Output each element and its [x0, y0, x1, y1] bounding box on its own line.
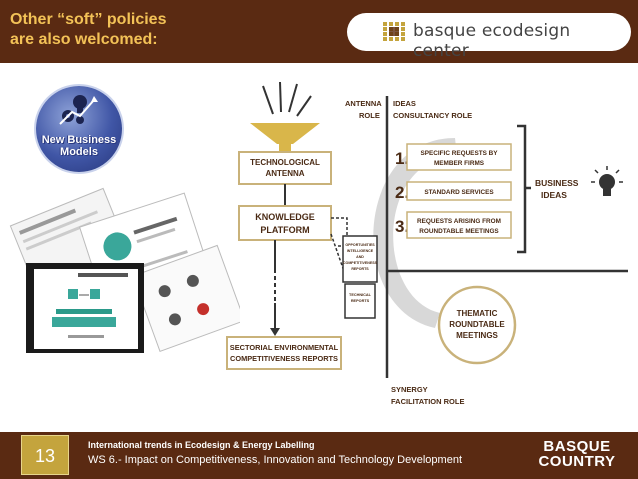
slide-title: Other “soft” policies are also welcomed: [10, 11, 167, 48]
knowledge-flow-diagram: TECHNOLOGICAL ANTENNA KNOWLEDGE PLATFORM… [226, 81, 628, 406]
footer-workshop-title: WS 6.- Impact on Competitiveness, Innova… [88, 454, 462, 466]
knowledge-platform-label-1: KNOWLEDGE [255, 212, 315, 222]
ideas-role-label-1: IDEAS [393, 99, 416, 108]
svg-text:COMPETITIVENESS: COMPETITIVENESS [343, 261, 378, 265]
header-bar: Other “soft” policies are also welcomed:… [0, 0, 638, 63]
item-2-number: 2. [395, 183, 409, 202]
report-page-back-3 [131, 244, 240, 353]
svg-text:MEETINGS: MEETINGS [456, 331, 498, 340]
synergy-role-label-2: FACILITATION ROLE [391, 397, 464, 406]
svg-text:ROUNDTABLE: ROUNDTABLE [449, 320, 505, 329]
svg-text:MEMBER FIRMS: MEMBER FIRMS [434, 160, 485, 167]
antenna-role-label-1: ANTENNA [345, 99, 382, 108]
report-cover [26, 263, 144, 353]
business-ideas-label-2: IDEAS [541, 190, 567, 200]
item-3-number: 3. [395, 217, 409, 236]
ideas-role-label-2: CONSULTANCY ROLE [393, 111, 472, 120]
antenna-arrows [262, 81, 312, 117]
item-1-box [406, 143, 512, 171]
thematic-roundtable-circle [437, 285, 517, 365]
svg-text:REQUESTS ARISING FROM: REQUESTS ARISING FROM [417, 218, 501, 225]
svg-text:TECHNICAL: TECHNICAL [349, 293, 372, 297]
svg-text:REPORTS: REPORTS [351, 299, 370, 303]
svg-text:REPORTS: REPORTS [351, 267, 369, 271]
doc-icon-opportunities: OPPORTUNITIES INTELLIGENCE AND COMPETITI… [342, 235, 378, 283]
grid-logo-icon [383, 22, 405, 41]
logo-text: basque ecodesign center [413, 21, 571, 61]
page-number-box: 13 [21, 435, 69, 475]
footer-bar: 13 International trends in Ecodesign & E… [0, 432, 638, 479]
basque-country-logo: BASQUE COUNTRY [538, 438, 616, 470]
badge-label: New Business Models [41, 134, 117, 158]
sectorial-reports-label-2: COMPETITIVENESS REPORTS [230, 354, 338, 363]
item-1-number: 1. [395, 149, 409, 168]
knowledge-platform-box [238, 205, 332, 241]
sectorial-reports-box [226, 336, 342, 370]
arrow-to-doc-1 [331, 217, 348, 247]
circular-flow-arc [373, 138, 457, 328]
svg-text:SPECIFIC REQUESTS BY: SPECIFIC REQUESTS BY [420, 150, 498, 157]
svg-text:THEMATIC: THEMATIC [457, 309, 498, 318]
item-2-box [406, 181, 512, 201]
svg-text:ROUNDTABLE MEETINGS: ROUNDTABLE MEETINGS [419, 228, 499, 235]
synergy-role-label-1: SYNERGY [391, 385, 428, 394]
funnel-shape [250, 123, 320, 144]
svg-text:STANDARD SERVICES: STANDARD SERVICES [424, 189, 494, 196]
technological-antenna-box [238, 151, 332, 185]
basque-ecodesign-logo: basque ecodesign center [347, 13, 631, 61]
antenna-role-label-2: ROLE [359, 111, 380, 120]
doc-icon-technical: TECHNICAL REPORTS [344, 283, 376, 319]
ideas-bracket [517, 124, 527, 254]
technological-antenna-label-1: TECHNOLOGICAL [250, 158, 320, 167]
item-3-box [406, 211, 512, 239]
lightbulb-gears-icon [59, 95, 98, 125]
new-business-models-badge: New Business Models [36, 86, 122, 172]
technological-antenna-label-2: ANTENNA [265, 169, 304, 178]
svg-text:AND: AND [356, 255, 364, 259]
sectorial-reports-label-1: SECTORIAL ENVIRONMENTAL [230, 343, 339, 352]
business-ideas-label-1: BUSINESS [535, 178, 579, 188]
svg-text:OPPORTUNITIES: OPPORTUNITIES [345, 243, 375, 247]
funnel-stem [279, 144, 291, 152]
svg-text:INTELLIGENCE: INTELLIGENCE [347, 249, 374, 253]
footer-event-title: International trends in Ecodesign & Ener… [88, 440, 315, 450]
knowledge-platform-label-2: PLATFORM [260, 225, 309, 235]
page-number: 13 [34, 446, 56, 466]
reports-illustration [9, 187, 240, 353]
lightbulb-icon [591, 166, 623, 196]
